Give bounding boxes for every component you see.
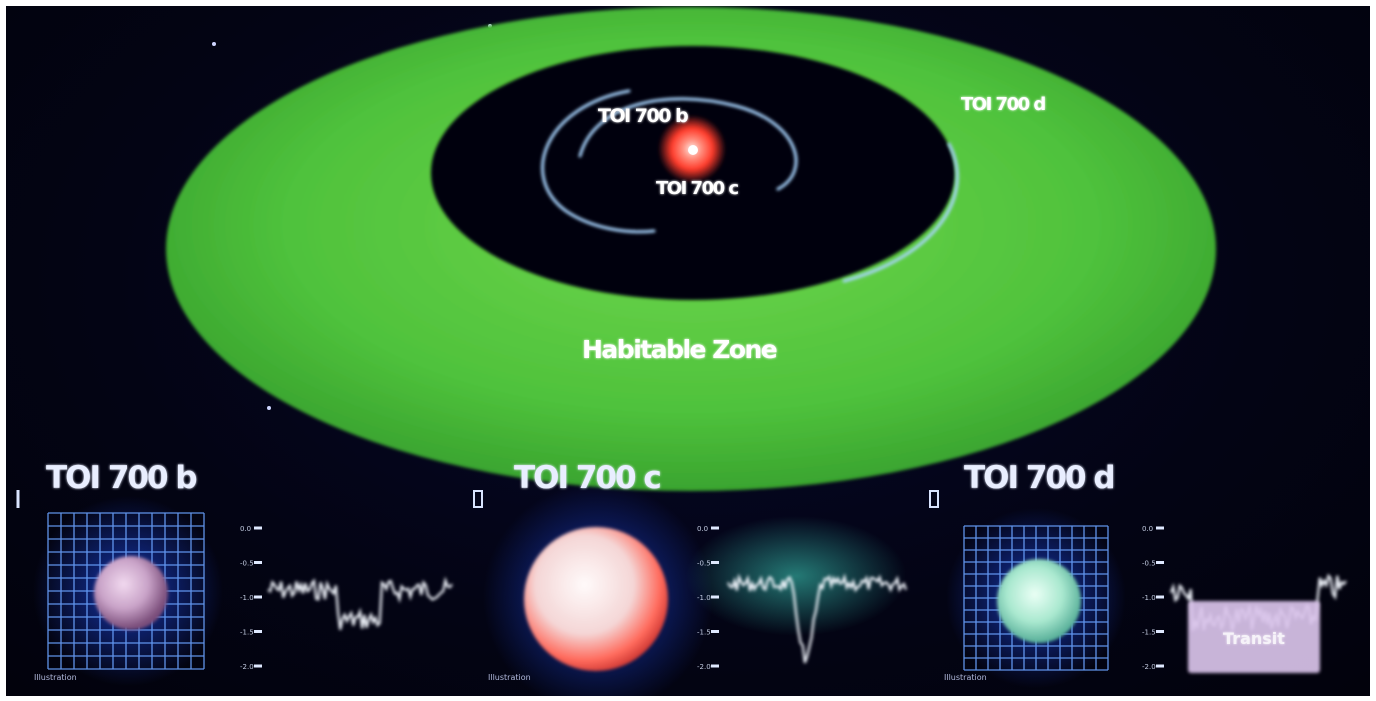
axis-tick-label: -0.5 xyxy=(240,560,254,568)
panel-title-d: TOI 700 d xyxy=(964,460,1114,496)
illustration-label-b: Illustration xyxy=(34,673,77,682)
lightcurve-b xyxy=(267,576,453,630)
axis-tick-label: -0.5 xyxy=(697,560,711,568)
lightcurve-chart-b: 0.0 -0.5 -1.0 -1.5 -2.0 xyxy=(240,516,453,676)
label-toi-700-c: TOI 700 c xyxy=(656,178,738,199)
panel-title-b: TOI 700 b xyxy=(46,460,196,496)
background-star xyxy=(212,42,216,46)
panel-divider-connector xyxy=(929,490,939,508)
axis-tick-label: -1.0 xyxy=(1142,594,1156,602)
lightcurve-chart-c: 0.0 -0.5 -1.0 -1.5 -2.0 xyxy=(686,516,908,676)
panel-toi-700-c: Illustration xyxy=(483,483,713,696)
background-star xyxy=(267,406,271,410)
illustration-label-d: Illustration xyxy=(944,673,987,682)
chart-b-ticks: 0.0 -0.5 -1.0 -1.5 -2.0 xyxy=(240,525,262,671)
panel-toi-700-b: Illustration xyxy=(33,496,223,686)
axis-tick-label: -0.5 xyxy=(1142,560,1156,568)
orbit-toi-700-c xyxy=(541,89,656,234)
axis-tick-label: -1.5 xyxy=(240,629,254,637)
panel-toi-700-d: Illustration xyxy=(944,508,1126,688)
panel-divider-connector xyxy=(473,490,483,508)
chart-c-glow xyxy=(686,516,906,636)
habitable-zone-label: Habitable Zone xyxy=(582,335,777,364)
host-star-core xyxy=(688,145,698,155)
orbit-toi-700-d xyxy=(842,142,959,283)
planet-toi-700-d xyxy=(997,559,1081,643)
transit-overlay-text: Transit xyxy=(1223,629,1285,648)
label-toi-700-b: TOI 700 b xyxy=(598,105,688,127)
axis-tick-label: -2.0 xyxy=(1142,663,1156,671)
planet-toi-700-c xyxy=(524,527,668,671)
system-diagram: TOI 700 b TOI 700 c TOI 700 d Habitable … xyxy=(16,7,1356,696)
chart-c-ticks: 0.0 -0.5 -1.0 -1.5 -2.0 xyxy=(697,525,719,671)
lightcurve-c xyxy=(727,573,908,664)
transit-overlay-box xyxy=(1188,601,1320,673)
planet-toi-700-b xyxy=(94,556,168,630)
label-toi-700-d: TOI 700 d xyxy=(961,94,1045,115)
axis-tick-label: 0.0 xyxy=(697,525,708,533)
axis-tick-label: 0.0 xyxy=(1142,525,1153,533)
orbit-toi-700-b xyxy=(578,97,798,191)
chart-d-ticks: 0.0 -0.5 -1.0 -1.5 -2.0 xyxy=(1142,525,1164,671)
axis-tick-label: -1.5 xyxy=(1142,629,1156,637)
illustration-label-c: Illustration xyxy=(488,673,531,682)
axis-tick-label: -2.0 xyxy=(697,663,711,671)
axis-tick-label: -1.0 xyxy=(697,594,711,602)
lightcurve-chart-d: 0.0 -0.5 -1.0 -1.5 -2.0 Transit xyxy=(1142,516,1347,676)
axis-tick-label: -1.0 xyxy=(240,594,254,602)
presentation-screen: TOI 700 b TOI 700 c TOI 700 d Habitable … xyxy=(6,6,1370,696)
axis-tick-label: -1.5 xyxy=(697,629,711,637)
axis-tick-label: 0.0 xyxy=(240,525,251,533)
axis-tick-label: -2.0 xyxy=(240,663,254,671)
